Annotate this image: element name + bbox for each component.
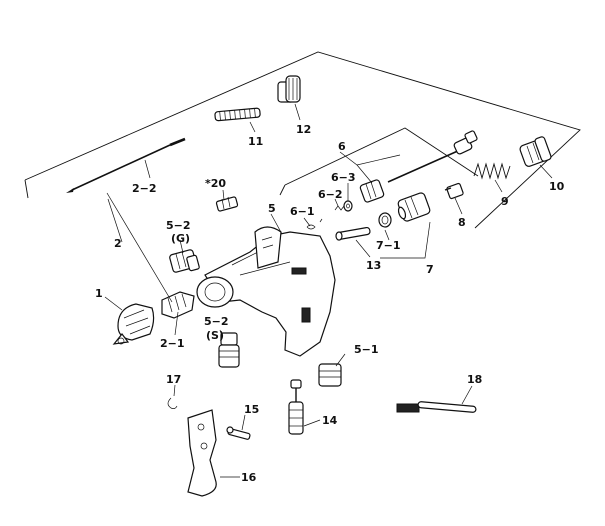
hose-fitting-g-part (169, 249, 200, 273)
small-spring-part (306, 218, 323, 230)
label-part-20: *20 (205, 177, 226, 190)
valve-housing-part (397, 192, 431, 222)
needle-spring-part (473, 162, 511, 180)
air-inlet-fitting-part (318, 363, 342, 387)
leader-lines (104, 103, 553, 478)
label-part-5-2-g: 5−2 (166, 219, 191, 232)
gun-body-part (196, 226, 336, 357)
air-valve-rod (387, 130, 478, 183)
label-part-9: 9 (501, 195, 509, 208)
adjusting-knob-part (519, 136, 552, 167)
air-cap-part (112, 303, 155, 345)
label-part-5-2-g-sub: (G) (171, 232, 190, 245)
label-part-6-1: 6−1 (290, 205, 315, 218)
label-part-5-2-s-sub: (S) (206, 329, 224, 342)
valve-seat-part (343, 200, 353, 212)
label-part-6-3: 6−3 (331, 171, 356, 184)
fitting-part (215, 196, 239, 212)
label-part-1: 1 (95, 287, 103, 300)
exploded-view-frame (24, 51, 581, 229)
label-part-17: 17 (166, 373, 181, 386)
label-part-12: 12 (296, 123, 311, 136)
trigger-pin-part (335, 226, 371, 241)
packing-set-screw-part (277, 75, 301, 103)
valve-group-bracket (279, 127, 479, 196)
label-part-10: 10 (549, 180, 565, 193)
label-part-2-1: 2−1 (160, 337, 185, 350)
label-part-14: 14 (322, 414, 338, 427)
label-part-2-2: 2−2 (132, 182, 157, 195)
trigger-part (187, 409, 217, 497)
cleaning-brush-part (396, 401, 477, 413)
label-part-5-2-s: 5−2 (204, 315, 229, 328)
label-part-6-2: 6−2 (318, 188, 343, 201)
needle-part (66, 137, 186, 193)
label-part-2: 2 (114, 237, 122, 250)
part-labels: 1 2 2−1 2−2 5 5−1 5−2 (G) 5−2 (S) 6 6−1 … (95, 123, 565, 484)
label-part-7: 7 (426, 263, 434, 276)
label-part-18: 18 (467, 373, 482, 386)
o-ring-part (378, 212, 392, 228)
label-part-8: 8 (458, 216, 466, 229)
air-adjusting-screw-part (288, 379, 304, 435)
valve-spring-part (334, 205, 345, 211)
label-part-6: 6 (338, 140, 346, 153)
label-part-7-1: 7−1 (376, 239, 401, 252)
air-valve-part (359, 179, 385, 203)
adjusting-screw-part (444, 182, 464, 200)
label-part-15: 15 (244, 403, 259, 416)
label-part-13: 13 (366, 259, 381, 272)
packing-part (214, 107, 261, 122)
hose-fitting-s-part (218, 332, 240, 368)
label-part-16: 16 (241, 471, 257, 484)
label-part-11: 11 (248, 135, 263, 148)
trigger-stud-part (226, 426, 251, 440)
label-part-5-1: 5−1 (354, 343, 379, 356)
clip-part (167, 397, 178, 410)
label-part-5: 5 (268, 202, 276, 215)
